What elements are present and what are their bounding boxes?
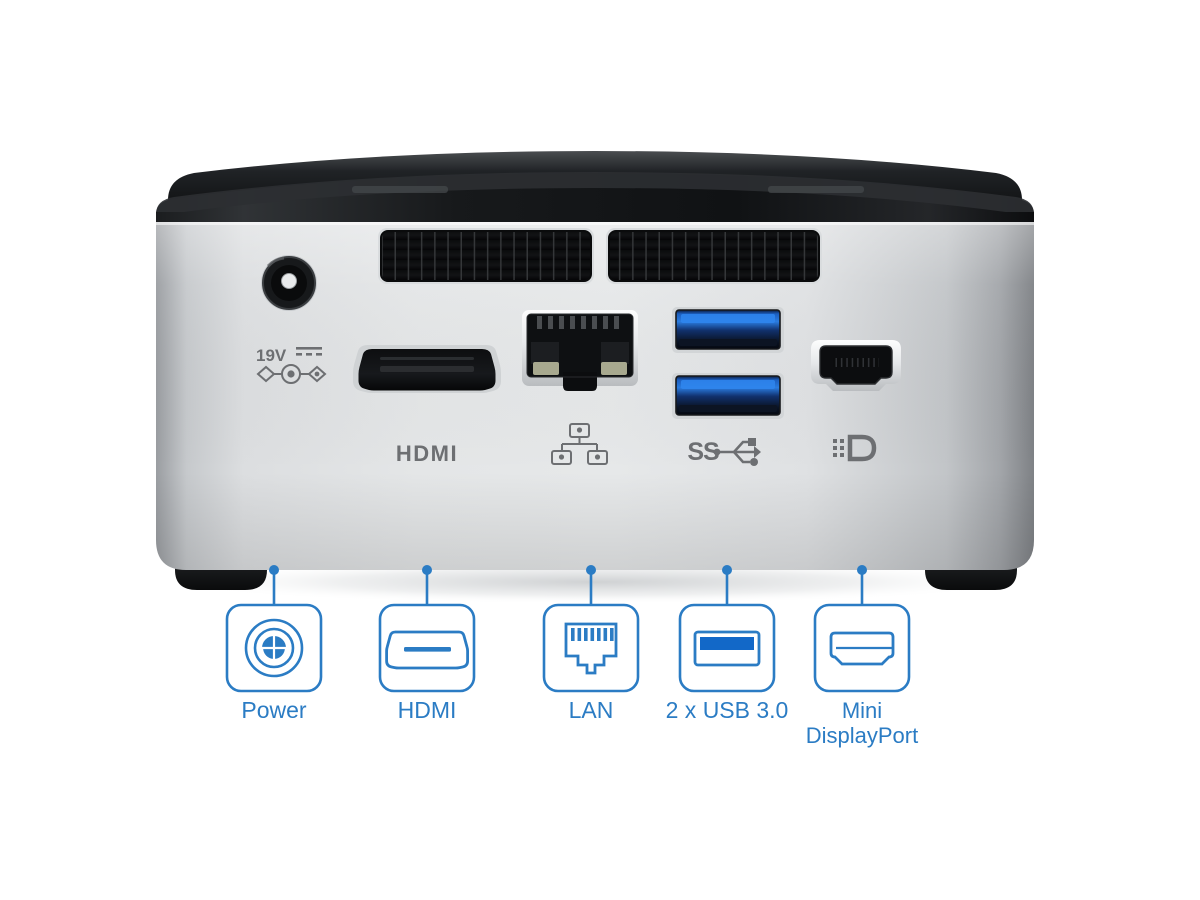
callout-usb[interactable]: 2 x USB 3.0 <box>666 603 789 723</box>
lid-seam-right <box>768 186 864 193</box>
usb-port-bottom <box>672 373 784 419</box>
callout-lan-label: LAN <box>569 697 614 723</box>
callout-lan-box[interactable] <box>542 603 640 693</box>
power-jack-icon <box>244 618 304 678</box>
callout-hdmi[interactable]: HDMI <box>378 603 476 723</box>
callout-usb-label: 2 x USB 3.0 <box>666 697 789 723</box>
usb-port-top <box>672 307 784 353</box>
rj45-port-icon <box>564 622 618 675</box>
callout-mini-displayport-label-line1: Mini <box>842 698 882 723</box>
hdmi-wordmark: HDMI <box>396 441 458 466</box>
power-jack-port <box>261 255 317 311</box>
lid-seam-left <box>352 186 448 193</box>
usb-port-icon <box>693 630 761 667</box>
rj45-icon-pins <box>571 628 614 641</box>
chassis-top-hairline <box>156 222 1034 225</box>
voltage-text: 19V <box>256 346 287 365</box>
lan-port <box>522 310 638 465</box>
callout-lan[interactable]: LAN <box>542 603 640 723</box>
mini-displayport-icon <box>829 631 895 666</box>
chassis-face-shading <box>156 222 1034 570</box>
hdmi-port-icon <box>385 630 469 670</box>
callout-hdmi-label: HDMI <box>398 697 457 723</box>
mini-pc-device: 19V HDMI <box>156 151 1034 590</box>
callout-mini-displayport[interactable]: Mini DisplayPort <box>806 603 918 748</box>
svg-text:HDMI: HDMI <box>396 441 458 466</box>
callout-leader-lines <box>272 571 864 605</box>
hdmi-port: HDMI <box>353 345 501 466</box>
displayport-logo-icon <box>833 434 877 462</box>
polarity-symbol <box>256 364 327 384</box>
callout-leader-dots <box>269 565 867 575</box>
device-lid-highlight <box>156 172 1034 216</box>
superspeed-usb-icon: SS <box>687 438 761 466</box>
mini-displayport-port <box>811 340 901 462</box>
ventilation-grille-left <box>378 228 594 284</box>
network-tree-icon <box>551 423 608 465</box>
contact-shadow <box>165 560 1025 604</box>
power-voltage-marking: 19V <box>256 346 327 384</box>
lan-pin-contacts <box>537 316 619 329</box>
callout-mini-displayport-label-line2: DisplayPort <box>806 723 918 748</box>
callout-power[interactable]: Power <box>225 603 323 723</box>
ventilation-grille-right <box>606 228 822 284</box>
callout-power-label: Power <box>241 697 307 723</box>
